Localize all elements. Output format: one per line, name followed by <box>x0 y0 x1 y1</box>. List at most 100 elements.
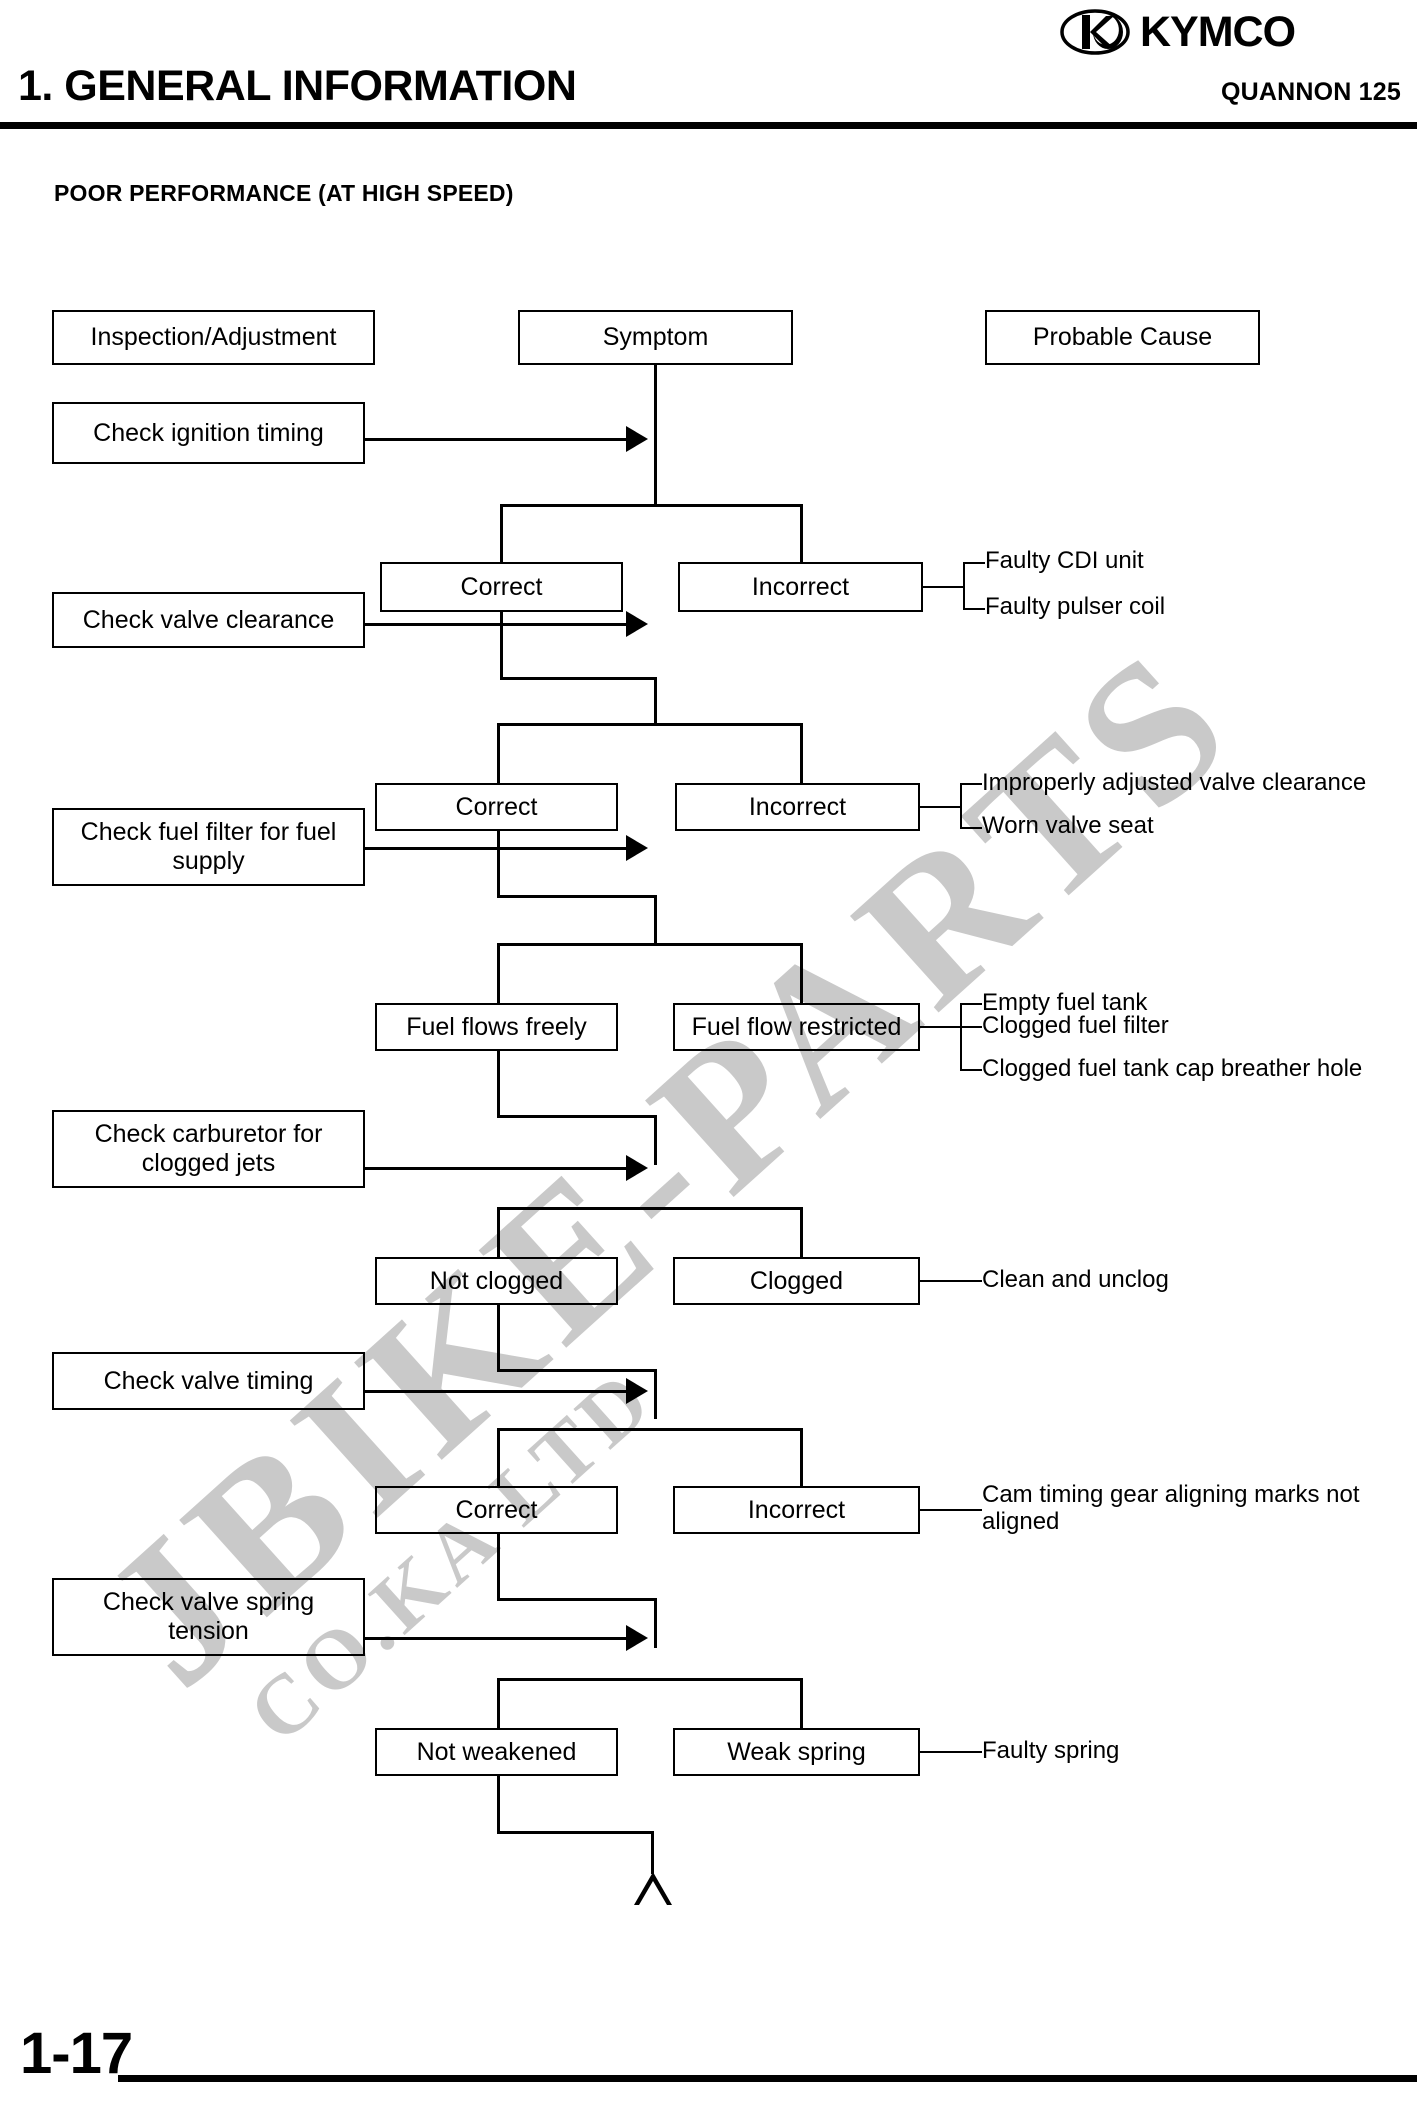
inspection-box-5: Check valve timing <box>52 1352 365 1410</box>
inspection-box-1: Check ignition timing <box>52 402 365 464</box>
cause-tick-3b <box>960 1026 982 1028</box>
kymco-logo: KYMCO <box>1060 4 1400 60</box>
symptom-fail-3: Fuel flow restricted <box>673 1003 920 1051</box>
triangle-terminator-fill <box>639 1881 667 1905</box>
column-header-inspection: Inspection/Adjustment <box>52 310 375 365</box>
header-divider <box>0 122 1417 129</box>
cause-tick-3a <box>960 1003 982 1005</box>
cause-text-1-1: Faulty CDI unit <box>985 547 1144 574</box>
cause-text-3-1: Empty fuel tank <box>982 989 1148 1016</box>
link-drop-3 <box>497 1051 500 1117</box>
link-drop-2 <box>497 831 500 897</box>
symptom-pass-3: Fuel flows freely <box>375 1003 618 1051</box>
link-run-4 <box>497 1369 656 1372</box>
cause-tick-1b <box>963 608 985 610</box>
arrow-line-2 <box>365 623 633 626</box>
spine-segment <box>654 365 657 505</box>
split-bar-5 <box>497 1428 802 1431</box>
cause-stem-3 <box>920 1026 962 1028</box>
symptom-pass-4: Not clogged <box>375 1257 618 1305</box>
split-right-drop-2 <box>800 723 803 785</box>
link-rise-3 <box>654 1115 657 1165</box>
link-run-3 <box>497 1115 656 1118</box>
column-header-probable-cause: Probable Cause <box>985 310 1260 365</box>
symptom-pass-6: Not weakened <box>375 1728 618 1776</box>
link-rise-5 <box>654 1598 657 1648</box>
cause-stem-6 <box>920 1751 982 1753</box>
cause-tick-2a <box>960 783 982 785</box>
split-left-drop-2 <box>497 723 500 785</box>
split-bar-3 <box>497 943 802 946</box>
inspection-box-6: Check valve spring tension <box>52 1578 365 1656</box>
inspection-box-4: Check carburetor for clogged jets <box>52 1110 365 1188</box>
cause-tick-2b <box>960 827 982 829</box>
inspection-box-2: Check valve clearance <box>52 592 365 648</box>
end-drop <box>497 1776 500 1833</box>
cause-stem-5 <box>920 1509 982 1511</box>
column-header-symptom: Symptom <box>518 310 793 365</box>
arrow-line-5 <box>365 1390 633 1393</box>
cause-text-2-1: Improperly adjusted valve clearance <box>982 769 1367 796</box>
cause-text-4-1: Clean and unclog <box>982 1266 1169 1293</box>
arrow-head-3 <box>626 835 648 861</box>
split-right-drop-5 <box>800 1428 803 1488</box>
symptom-pass-1: Correct <box>380 562 623 612</box>
split-bar-2 <box>497 723 802 726</box>
cause-stem-1 <box>923 586 965 588</box>
cause-text-2-2: Worn valve seat <box>982 812 1154 839</box>
footer-divider <box>118 2075 1417 2082</box>
split-right-drop-1 <box>800 504 803 564</box>
split-bar-4 <box>497 1207 802 1210</box>
link-drop-5 <box>497 1534 500 1600</box>
split-bar-1 <box>500 504 802 507</box>
cause-text-6-1: Faulty spring <box>982 1737 1120 1764</box>
cause-text-3-2: Clogged fuel filter <box>982 1012 1169 1039</box>
arrow-head-6 <box>626 1625 648 1651</box>
end-run <box>497 1831 653 1834</box>
cause-text-5-1: Cam timing gear aligning marks not align… <box>982 1481 1360 1535</box>
split-left-drop-4 <box>497 1207 500 1259</box>
symptom-pass-5: Correct <box>375 1486 618 1534</box>
link-rise-4 <box>654 1369 657 1419</box>
arrow-line-3 <box>365 847 633 850</box>
link-run-1 <box>500 677 656 680</box>
link-run-2 <box>497 895 656 898</box>
split-left-drop-5 <box>497 1428 500 1488</box>
symptom-fail-6: Weak spring <box>673 1728 920 1776</box>
symptom-pass-2: Correct <box>375 783 618 831</box>
cause-text-3-3: Clogged fuel tank cap breather hole <box>982 1055 1363 1082</box>
kymco-wordmark: KYMCO <box>1140 7 1296 56</box>
symptom-fail-5: Incorrect <box>673 1486 920 1534</box>
arrow-head-1 <box>626 426 648 452</box>
split-right-drop-6 <box>800 1678 803 1730</box>
chapter-title: 1. GENERAL INFORMATION <box>18 62 577 110</box>
cause-tick-1a <box>963 562 985 564</box>
arrow-head-4 <box>626 1155 648 1181</box>
symptom-fail-4: Clogged <box>673 1257 920 1305</box>
split-left-drop-1 <box>500 504 503 564</box>
cause-bracket-2 <box>960 783 962 829</box>
arrow-head-2 <box>626 611 648 637</box>
symptom-fail-2: Incorrect <box>675 783 920 831</box>
arrow-line-4 <box>365 1167 633 1170</box>
end-rise <box>651 1831 654 1874</box>
inspection-box-3: Check fuel filter for fuel supply <box>52 808 365 886</box>
link-rise-2 <box>654 895 657 945</box>
section-title: POOR PERFORMANCE (AT HIGH SPEED) <box>54 180 514 206</box>
split-right-drop-4 <box>800 1207 803 1259</box>
arrow-line-1 <box>365 438 633 441</box>
arrow-head-5 <box>626 1378 648 1404</box>
split-left-drop-3 <box>497 943 500 1005</box>
page-number: 1-17 <box>20 2021 133 2086</box>
cause-text-1-2: Faulty pulser coil <box>985 593 1166 620</box>
link-drop-1 <box>500 612 503 679</box>
split-bar-6 <box>497 1678 802 1681</box>
arrow-line-6 <box>365 1637 633 1640</box>
cause-stem-4 <box>920 1280 982 1282</box>
kymco-oval-k-logo-icon <box>1060 9 1130 55</box>
cause-bracket-3 <box>960 1003 962 1071</box>
link-drop-4 <box>497 1305 500 1371</box>
split-left-drop-6 <box>497 1678 500 1730</box>
